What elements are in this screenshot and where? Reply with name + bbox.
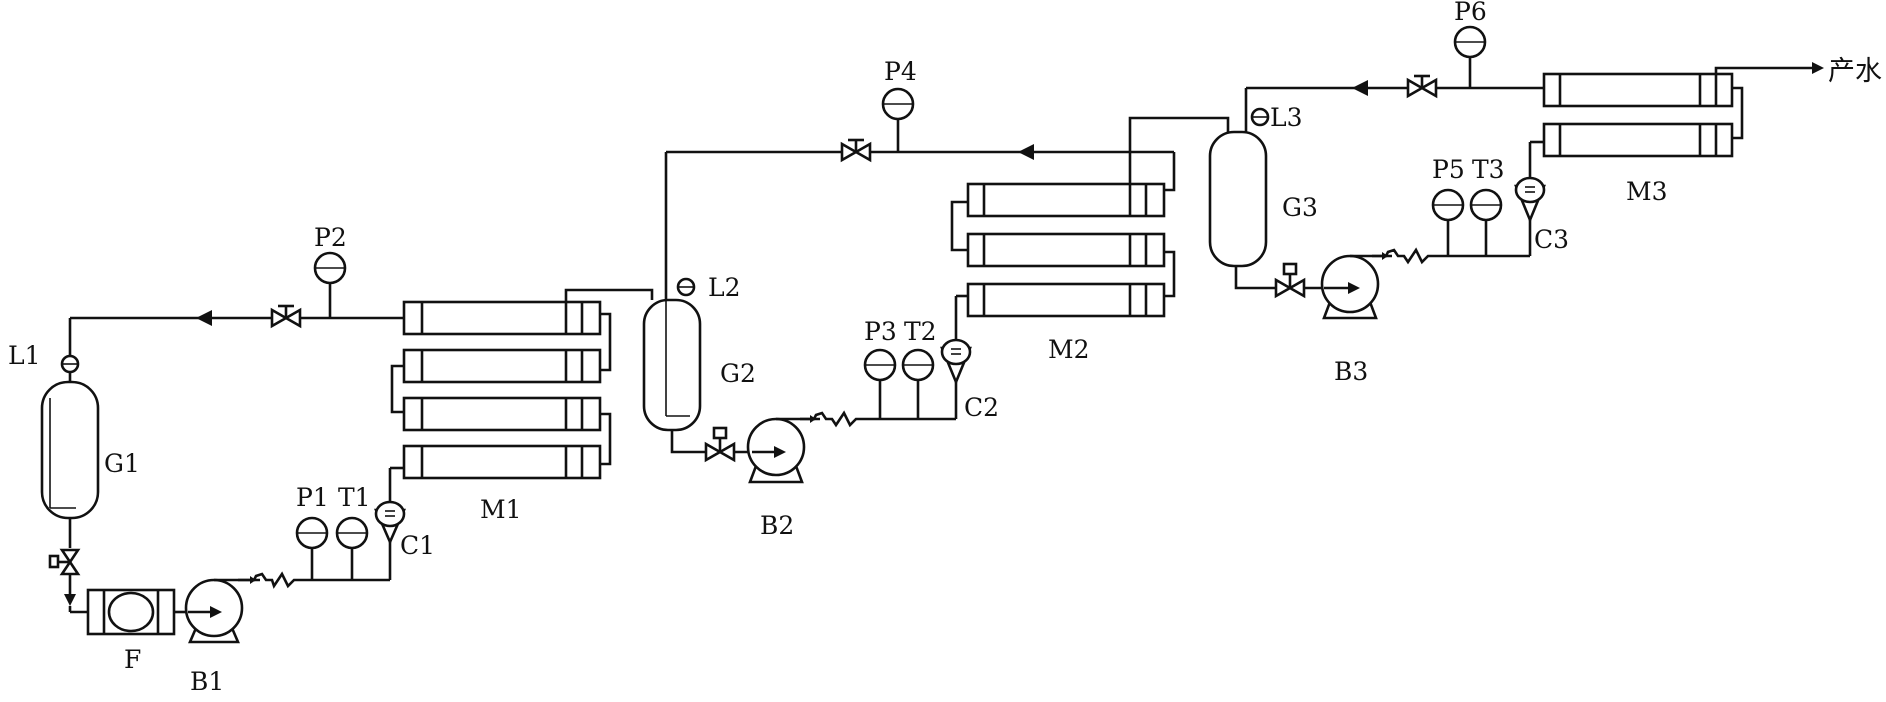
temperature-gauge-t2 [901, 348, 935, 419]
label-l1: L1 [8, 341, 41, 370]
flowmeter-c3 [1514, 140, 1546, 256]
pressure-gauge-p3 [863, 348, 897, 419]
label-t3: T3 [1472, 155, 1505, 184]
label-g2: G2 [720, 359, 756, 388]
label-p3: P3 [864, 317, 897, 346]
label-p6: P6 [1454, 0, 1487, 26]
temperature-gauge-t3 [1469, 188, 1503, 256]
pump-b1 [174, 578, 260, 644]
label-p4: P4 [884, 57, 917, 86]
pump-b2 [746, 417, 820, 484]
pump-b3 [1320, 254, 1392, 320]
tank-g2 [642, 292, 702, 432]
tank-g1 [40, 380, 100, 520]
g3-outlet-valve [1234, 262, 1324, 299]
stage-2 [642, 87, 1230, 484]
pressure-gauge-p1 [295, 516, 329, 580]
check-valve-1 [238, 571, 390, 589]
label-t2: T2 [904, 317, 937, 346]
stage-1 [40, 251, 654, 644]
label-c3: C3 [1534, 225, 1569, 254]
membrane-bank-m2 [950, 116, 1230, 318]
label-m3: M3 [1626, 177, 1668, 206]
check-valve-2 [800, 410, 956, 428]
flowmeter-c1 [374, 466, 406, 580]
label-c1: C1 [400, 531, 435, 560]
label-t1: T1 [338, 483, 371, 512]
label-p5: P5 [1432, 155, 1465, 184]
label-c2: C2 [964, 393, 999, 422]
tank-g3 [1208, 130, 1268, 268]
permeate-line-1 [70, 251, 404, 329]
labels: L1 G1 F B1 P1 T1 C1 M1 P2 L2 G2 B2 P3 T2… [8, 0, 1882, 696]
label-product-water: 产水 [1828, 56, 1882, 87]
label-b1: B1 [190, 667, 224, 696]
label-m2: M2 [1048, 335, 1090, 364]
stage-3 [1208, 25, 1824, 320]
label-p1: P1 [296, 483, 329, 512]
label-p2: P2 [314, 223, 347, 252]
g1-outlet-valve [48, 518, 81, 606]
label-b2: B2 [760, 511, 794, 540]
label-g1: G1 [104, 449, 140, 478]
check-valve-3 [1372, 247, 1530, 265]
membrane-bank-m1 [390, 288, 654, 480]
permeate-line-2 [666, 87, 1174, 163]
label-b3: B3 [1334, 357, 1368, 386]
label-l2: L2 [708, 273, 741, 302]
g2-outlet-valve [670, 426, 752, 463]
label-l3: L3 [1270, 103, 1303, 132]
filter-f [68, 588, 176, 636]
pressure-gauge-p5 [1431, 188, 1465, 256]
level-indicator-l3 [1244, 88, 1270, 132]
label-m1: M1 [480, 495, 522, 524]
level-indicator-l1 [60, 318, 80, 382]
temperature-gauge-t1 [335, 516, 369, 580]
label-g3: G3 [1282, 193, 1318, 222]
permeate-line-3 [1246, 25, 1544, 99]
label-f: F [124, 645, 141, 674]
membrane-bank-m3 [1542, 62, 1824, 158]
flowmeter-c2 [940, 294, 972, 419]
level-indicator-l2 [664, 152, 696, 300]
